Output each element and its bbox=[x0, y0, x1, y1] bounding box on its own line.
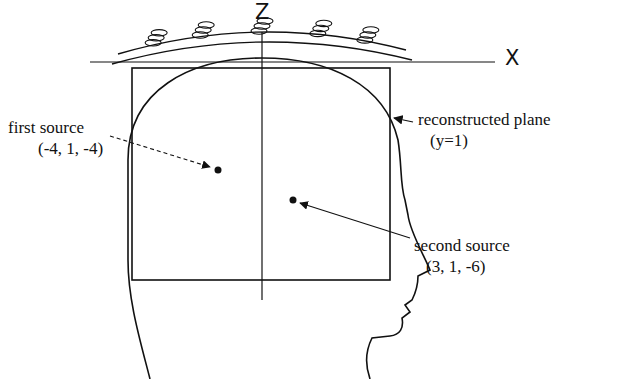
reconstructed-plane bbox=[132, 68, 390, 280]
source-dot bbox=[215, 167, 222, 174]
x-axis bbox=[90, 61, 495, 62]
leader-line bbox=[110, 136, 210, 167]
source-coordinates: (3, 1, -6) bbox=[424, 257, 487, 277]
sensor-coil bbox=[198, 22, 214, 28]
source-label: first source bbox=[6, 118, 86, 138]
source-coordinates: (-4, 1, -4) bbox=[36, 139, 105, 159]
sensor-coil bbox=[363, 27, 379, 33]
sensor-helmet bbox=[118, 32, 406, 54]
sensor-coil bbox=[316, 20, 332, 26]
axis-label: X bbox=[503, 48, 521, 68]
z-axis bbox=[261, 32, 262, 300]
head-outline bbox=[128, 58, 430, 379]
leader-line bbox=[394, 118, 413, 122]
plane-coordinate: (y=1) bbox=[428, 131, 470, 151]
plane-label: reconstructed plane bbox=[416, 110, 553, 130]
source-dot bbox=[290, 197, 297, 204]
sensor-coil bbox=[151, 30, 167, 36]
axis-label: Z bbox=[253, 2, 271, 22]
leader-line bbox=[300, 203, 410, 238]
source-label: second source bbox=[412, 236, 512, 256]
